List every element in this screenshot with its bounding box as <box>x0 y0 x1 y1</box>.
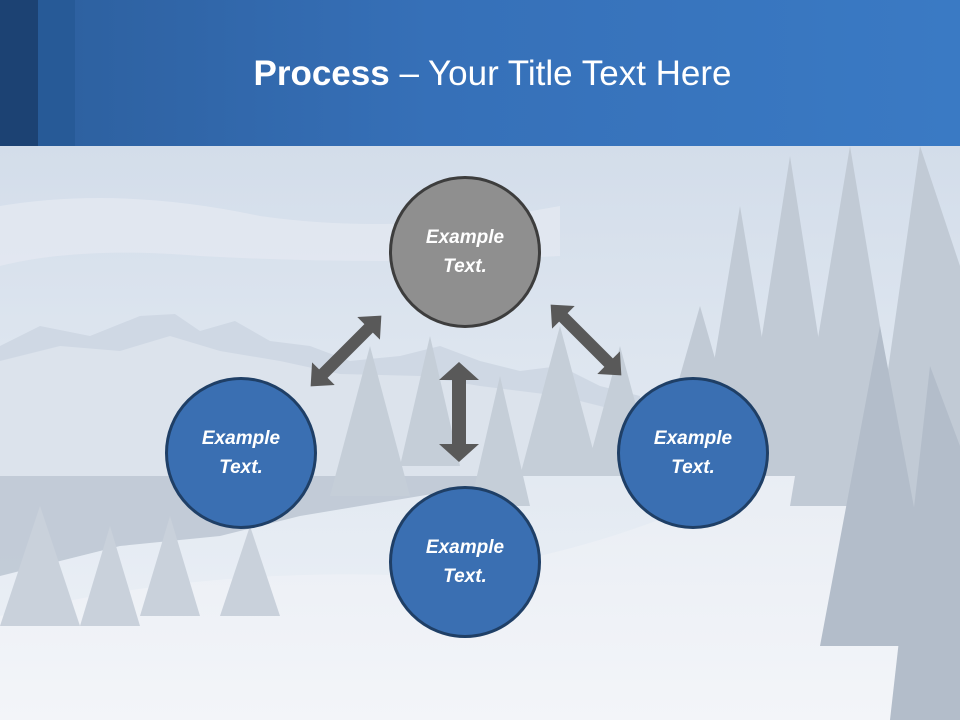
label-line-1: Example <box>653 428 733 449</box>
title-bar: Process – Your Title Text Here <box>0 0 960 146</box>
slide-title-bold: Process <box>253 54 390 93</box>
slide-title: Process – Your Title Text Here <box>0 52 960 96</box>
label-line-2: Text. <box>671 457 715 478</box>
process-node-bottom[interactable]: Example Text. <box>389 486 541 638</box>
label-line-1: Example <box>425 537 505 558</box>
label-line-2: Text. <box>443 256 487 277</box>
header-accent-band-secondary <box>38 0 75 146</box>
label-line-1: Example <box>425 227 505 248</box>
process-node-top[interactable]: Example Text. <box>389 176 541 328</box>
process-node-label: Example Text. <box>405 533 525 591</box>
process-node-right[interactable]: Example Text. <box>617 377 769 529</box>
process-node-label: Example Text. <box>181 424 301 482</box>
slide-title-rest: – Your Title Text Here <box>389 54 732 93</box>
label-line-2: Text. <box>219 457 263 478</box>
process-node-label: Example Text. <box>405 223 525 281</box>
process-node-label: Example Text. <box>633 424 753 482</box>
label-line-2: Text. <box>443 566 487 587</box>
label-line-1: Example <box>201 428 281 449</box>
header-accent-band <box>0 0 38 146</box>
process-node-left[interactable]: Example Text. <box>165 377 317 529</box>
